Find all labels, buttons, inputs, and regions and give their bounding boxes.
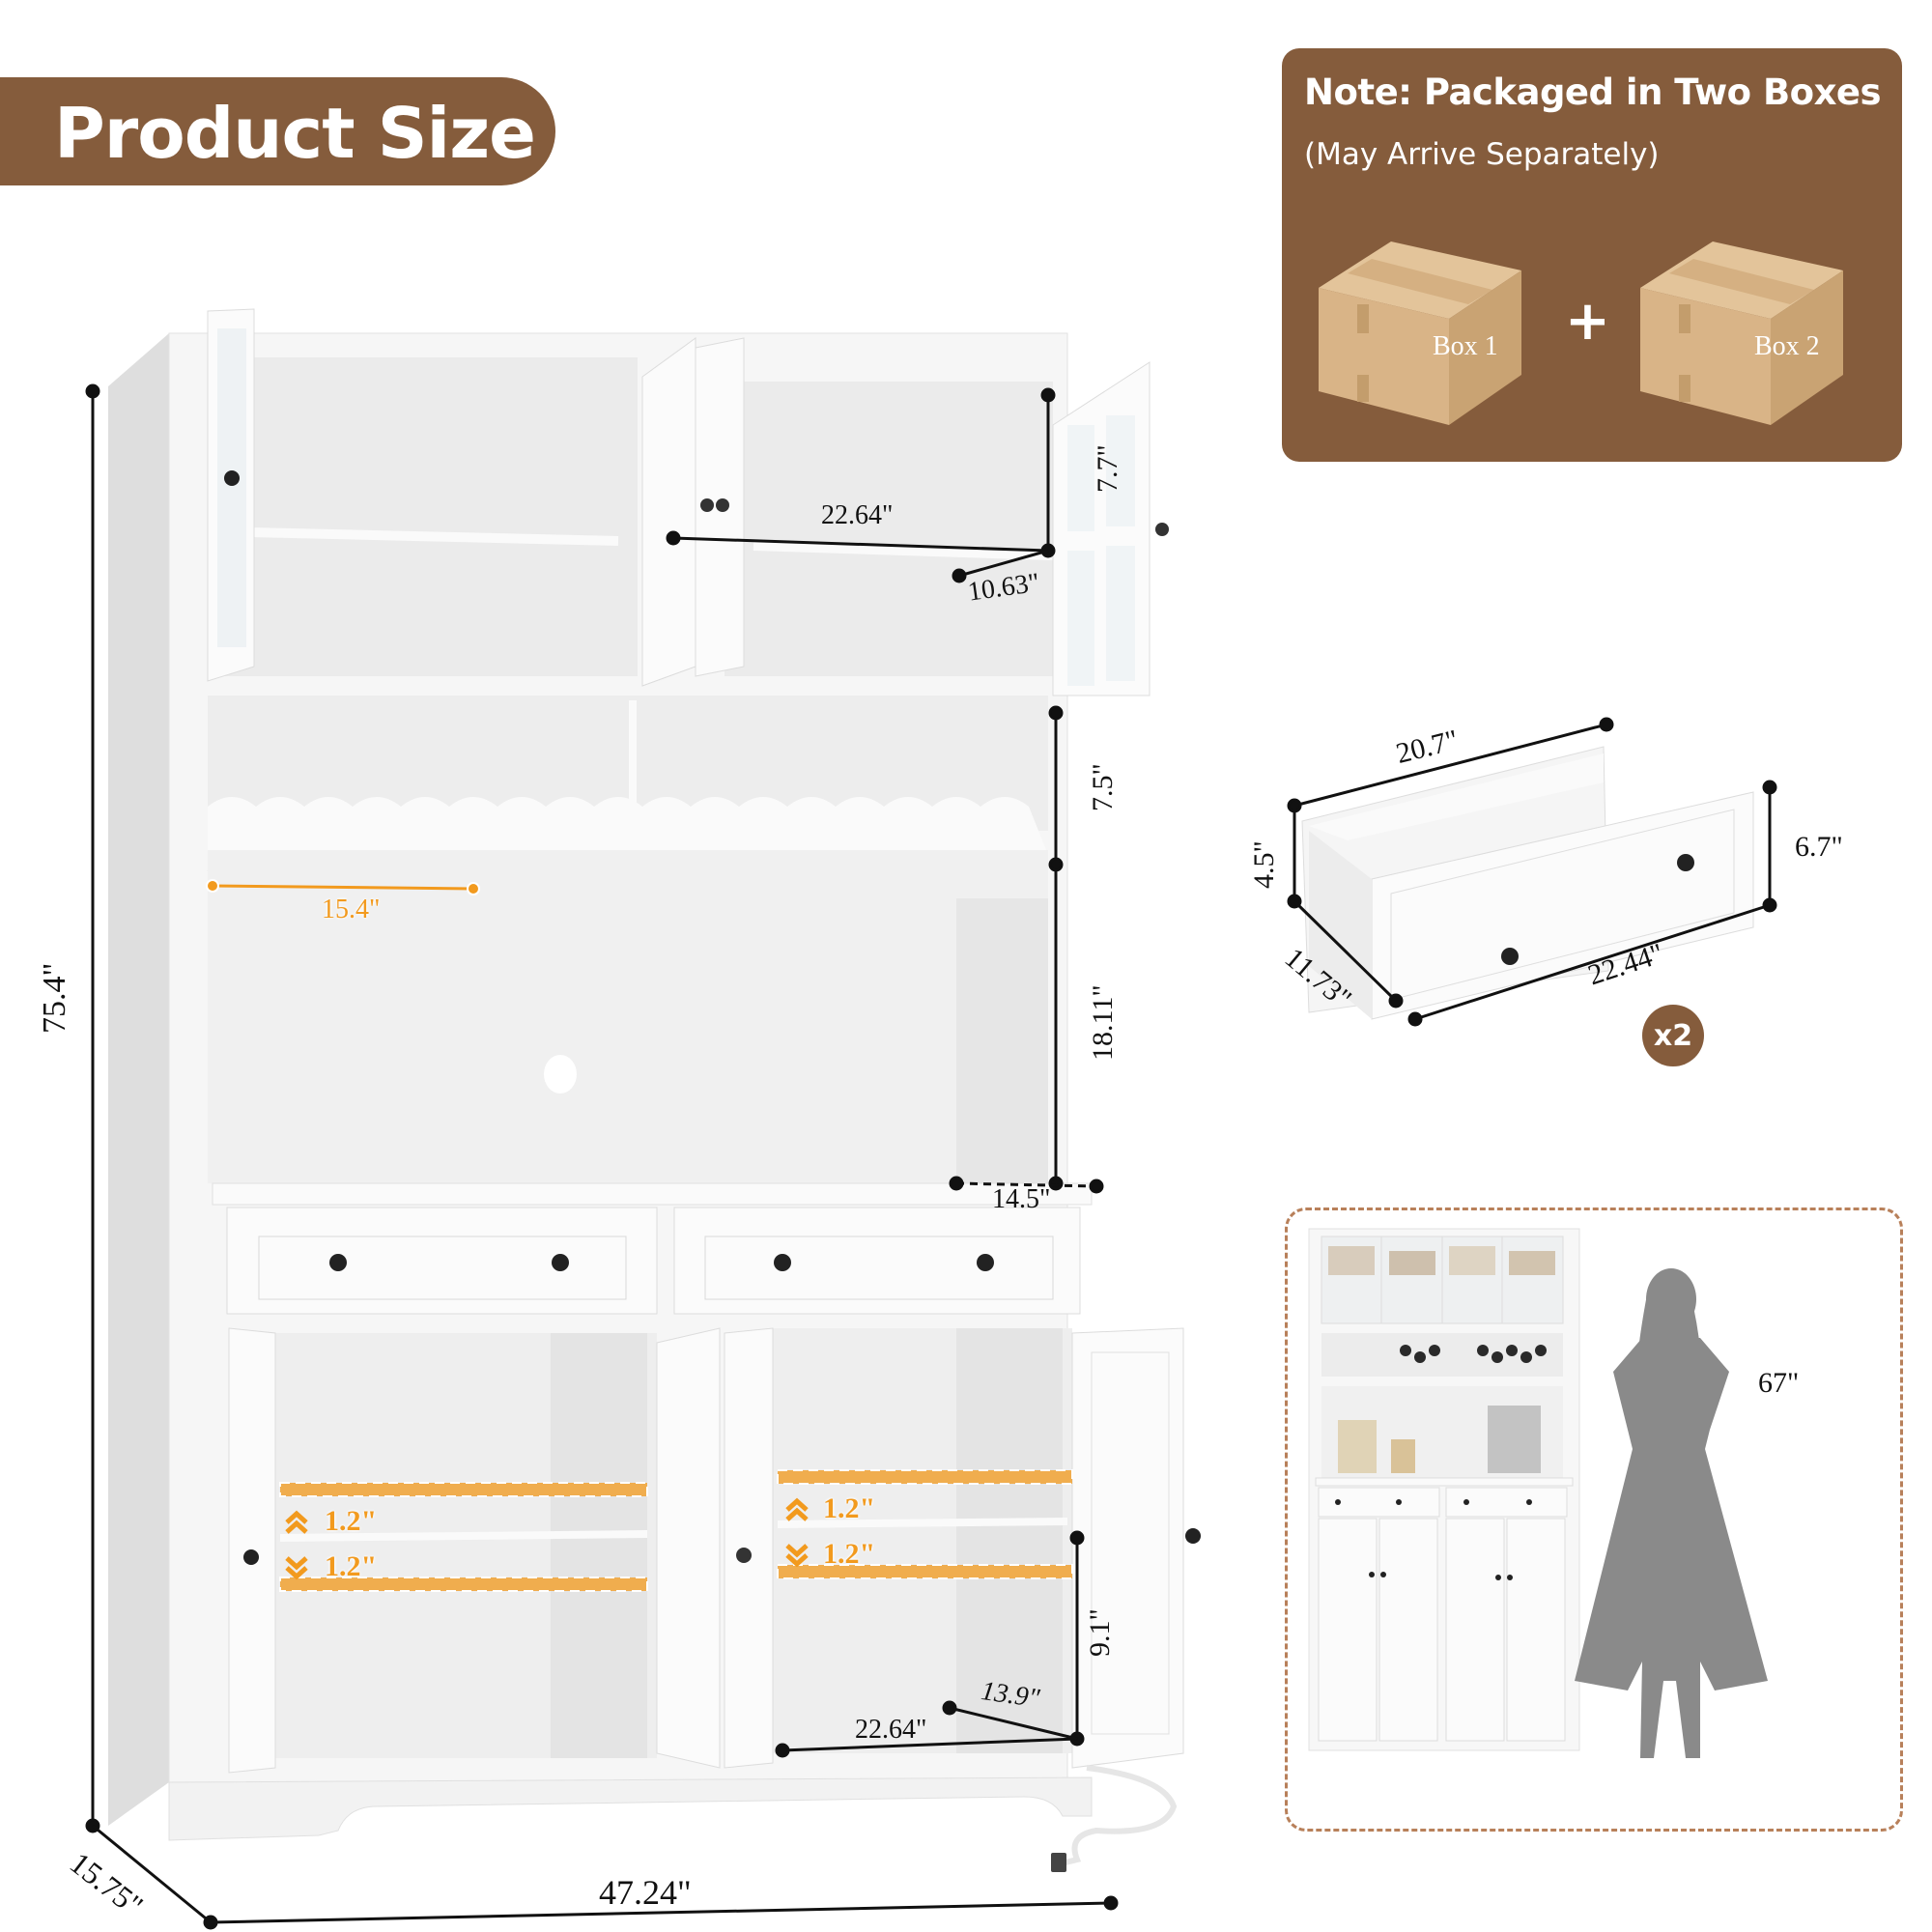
right-shelf-adjust-down-label: 1.2" [823, 1538, 876, 1570]
overall-height-label: 75.4" [37, 962, 72, 1034]
glass-rack-length-label: 15.4" [322, 895, 381, 924]
drawer-inner-height-label: 4.5" [1248, 840, 1280, 889]
shelf-adjustment-bands [279, 1469, 1073, 1592]
right-shelf-adjust-up-label: 1.2" [823, 1492, 876, 1524]
glass-rack-dimension [206, 879, 480, 895]
wine-rack-height-label: 7.5" [1087, 763, 1119, 811]
drawer-illustration [1301, 746, 1754, 1020]
package-note-title: Note: Packaged in Two Boxes [1304, 71, 1882, 113]
person-silhouette-icon [1575, 1268, 1768, 1758]
person-height-label: 67" [1758, 1367, 1800, 1399]
drawer-front-height-label: 6.7" [1795, 831, 1843, 863]
dimension-lines [85, 384, 1119, 1930]
upper-shelf-height-label: 7.7" [1092, 444, 1123, 493]
height-comparison-frame [1285, 1208, 1903, 1832]
drawer-quantity-badge: x2 [1642, 1005, 1704, 1066]
styled-cabinet-photo [1308, 1228, 1580, 1751]
drawer-dimension-lines [1287, 717, 1777, 1027]
plug-icon [1051, 1853, 1066, 1872]
cable-hole [544, 1055, 577, 1094]
plus-icon: + [1565, 290, 1610, 353]
main-cabinet-illustration [108, 308, 1201, 1872]
lower-cabinet-width-label: 22.64" [855, 1715, 927, 1745]
title-banner [0, 77, 555, 185]
box-2-icon [1640, 242, 1843, 425]
overall-width-label: 47.24" [599, 1873, 692, 1912]
box-2-label: Box 2 [1754, 331, 1820, 361]
box-1-icon [1319, 242, 1521, 425]
upper-cabinet-width-label: 22.64" [821, 500, 894, 530]
left-shelf-adjust-down-label: 1.2" [325, 1550, 378, 1582]
countertop-depth-label: 14.5" [992, 1184, 1051, 1214]
left-shelf-adjust-up-label: 1.2" [325, 1505, 378, 1537]
box-1-label: Box 1 [1433, 331, 1498, 361]
chevron-up-icon [285, 1497, 809, 1534]
package-note-subtitle: (May Arrive Separately) [1304, 137, 1660, 172]
page-title: Product Size [54, 93, 536, 174]
chevron-down-icon [285, 1544, 809, 1580]
open-shelf-height-label: 18.11" [1087, 984, 1119, 1061]
lower-cabinet-height-label: 9.1" [1084, 1608, 1116, 1657]
